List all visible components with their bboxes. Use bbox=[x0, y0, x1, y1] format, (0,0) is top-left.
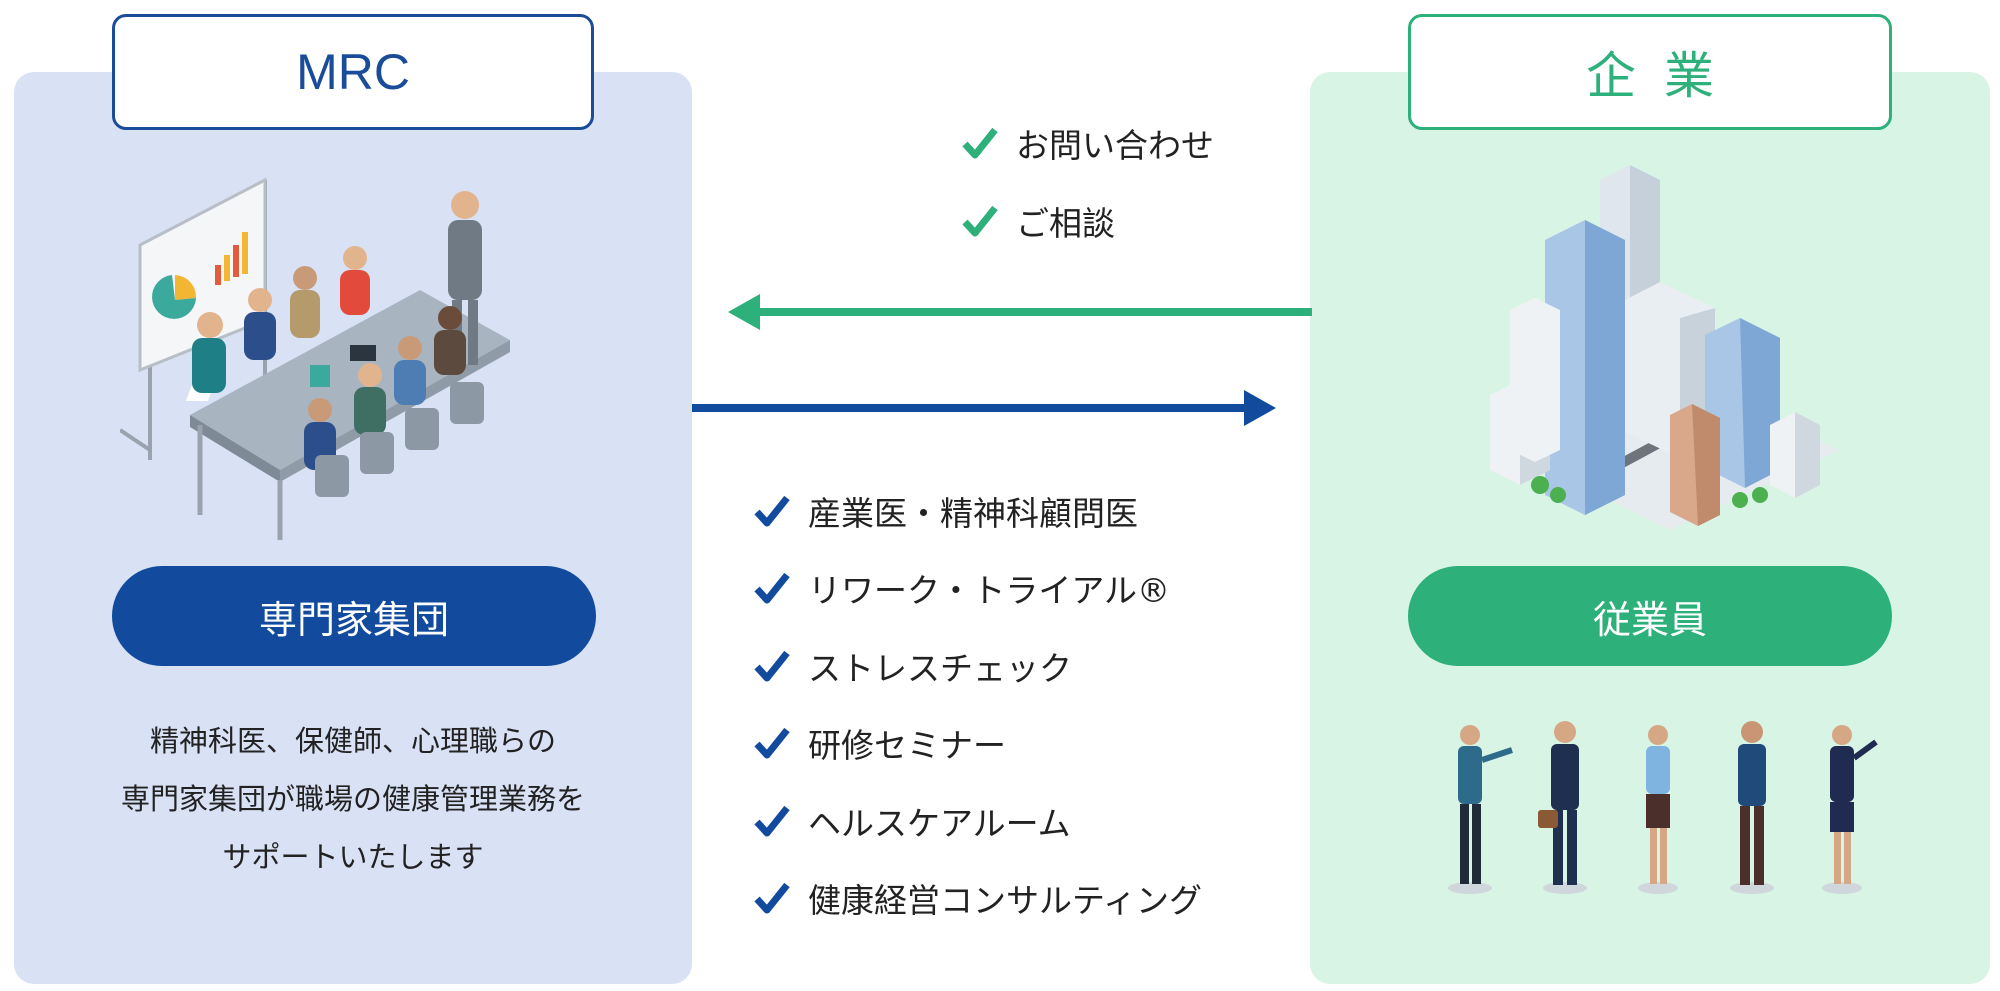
mrc-description: 精神科医、保健師、心理職らの 専門家集団が職場の健康管理業務を サポートいたしま… bbox=[40, 712, 666, 886]
check-icon bbox=[754, 495, 790, 527]
inbound-item-label: ご相談 bbox=[1016, 204, 1115, 243]
meeting-illustration bbox=[120, 177, 510, 540]
person-icon bbox=[1538, 721, 1587, 894]
list-item: ご相談 bbox=[962, 182, 1214, 260]
check-icon bbox=[754, 883, 790, 914]
people-icon bbox=[192, 191, 482, 470]
check-icon bbox=[962, 205, 998, 237]
inbound-list: お問い合わせ ご相談 bbox=[962, 104, 1214, 260]
service-item-label: リワーク・トライアル® bbox=[808, 571, 1171, 611]
check-icon bbox=[754, 650, 790, 682]
person-icon bbox=[1448, 725, 1513, 894]
expert-group-pill: 専門家集団 bbox=[112, 566, 596, 666]
person-icon bbox=[1638, 725, 1678, 894]
list-item: 産業医・精神科顧問医 bbox=[754, 472, 1202, 550]
employees-pill: 従業員 bbox=[1408, 566, 1892, 666]
list-item: 健康経営コンサルティング bbox=[754, 860, 1202, 938]
description-line: 精神科医、保健師、心理職らの bbox=[149, 724, 556, 758]
building-icon bbox=[1490, 165, 1820, 526]
check-icon bbox=[754, 728, 790, 759]
buildings-illustration bbox=[1490, 165, 1840, 530]
person-icon bbox=[1822, 725, 1878, 894]
inbound-item-label: お問い合わせ bbox=[1016, 126, 1214, 165]
whiteboard-icon bbox=[120, 177, 267, 460]
service-item-label: ヘルスケアルーム bbox=[808, 803, 1071, 843]
check-icon bbox=[962, 127, 998, 159]
service-item-label: 健康経営コンサルティング bbox=[808, 881, 1203, 921]
list-item: ストレスチェック bbox=[754, 627, 1202, 705]
check-icon bbox=[754, 573, 790, 604]
mrc-panel bbox=[14, 72, 692, 984]
mrc-title: MRC bbox=[112, 14, 594, 130]
employees-illustration bbox=[1448, 721, 1878, 894]
list-item: リワーク・トライアル® bbox=[754, 550, 1202, 628]
list-item: ヘルスケアルーム bbox=[754, 782, 1202, 860]
arrow-left-icon bbox=[728, 294, 1312, 330]
list-item: 研修セミナー bbox=[754, 705, 1202, 783]
company-title: 企業 bbox=[1408, 14, 1892, 130]
person-icon bbox=[1730, 721, 1774, 894]
services-list: 産業医・精神科顧問医 リワーク・トライアル® ストレスチェック 研修セミナー ヘ… bbox=[754, 472, 1202, 937]
service-item-label: 産業医・精神科顧問医 bbox=[808, 493, 1138, 533]
description-line: 専門家集団が職場の健康管理業務を bbox=[120, 782, 585, 816]
description-line: サポートいたします bbox=[222, 840, 484, 874]
list-item: お問い合わせ bbox=[962, 104, 1214, 182]
service-item-label: ストレスチェック bbox=[808, 648, 1072, 688]
arrow-right-icon bbox=[692, 390, 1276, 426]
service-item-label: 研修セミナー bbox=[808, 726, 1006, 766]
check-icon bbox=[754, 805, 790, 837]
